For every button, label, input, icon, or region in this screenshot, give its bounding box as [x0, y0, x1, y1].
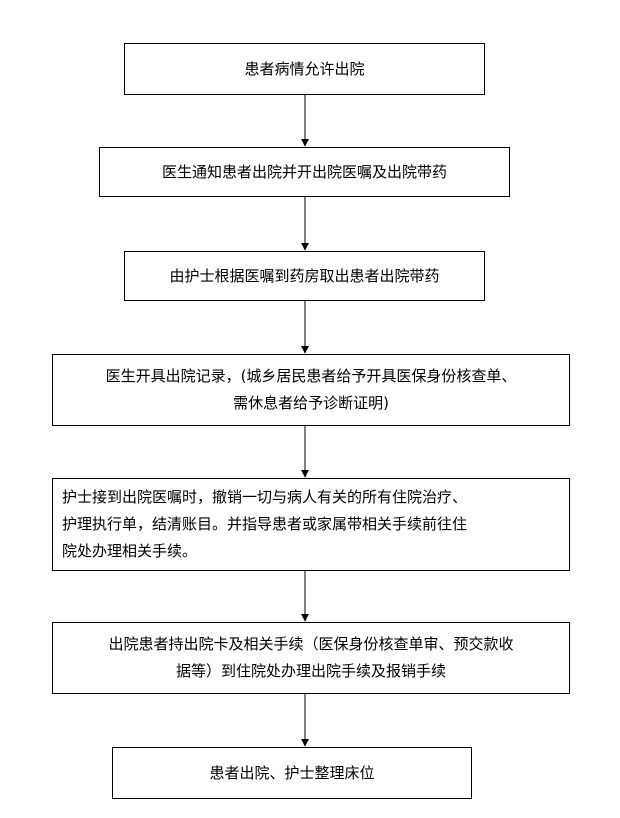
step-patient-leaves-box: 患者出院、护士整理床位: [112, 747, 472, 799]
step-doctor-notify-box: 医生通知患者出院并开出院医嘱及出院带药: [99, 147, 510, 197]
step-discharge-record-box: 医生开具出院记录，(城乡居民患者给予开具医保身份核查单、 需休息者给予诊断证明): [52, 354, 570, 426]
step-label: 医生开具出院记录，(城乡居民患者给予开具医保身份核查单、 需休息者给予诊断证明): [105, 367, 517, 412]
step-label: 护士接到出院医嘱时，撤销一切与病人有关的所有住院治疗、 护理执行单，结清账目。并…: [62, 488, 468, 560]
step-patient-eligible-box: 患者病情允许出院: [124, 43, 485, 95]
step-discharge-procedures-box: 出院患者持出院卡及相关手续（医保身份核查单审、预交款收 据等）到住院处办理出院手…: [52, 622, 570, 694]
step-label: 患者出院、护士整理床位: [209, 763, 375, 782]
step-label: 由护士根据医嘱到药房取出患者出院带药: [169, 266, 440, 285]
step-label: 出院患者持出院卡及相关手续（医保身份核查单审、预交款收 据等）到住院处办理出院手…: [108, 635, 514, 680]
step-label: 医生通知患者出院并开出院医嘱及出院带药: [161, 162, 447, 181]
step-nurse-orders-box: 护士接到出院医嘱时，撤销一切与病人有关的所有住院治疗、 护理执行单，结清账目。并…: [52, 478, 570, 571]
step-label: 患者病情允许出院: [244, 59, 365, 78]
step-nurse-pharmacy-box: 由护士根据医嘱到药房取出患者出院带药: [124, 251, 485, 301]
